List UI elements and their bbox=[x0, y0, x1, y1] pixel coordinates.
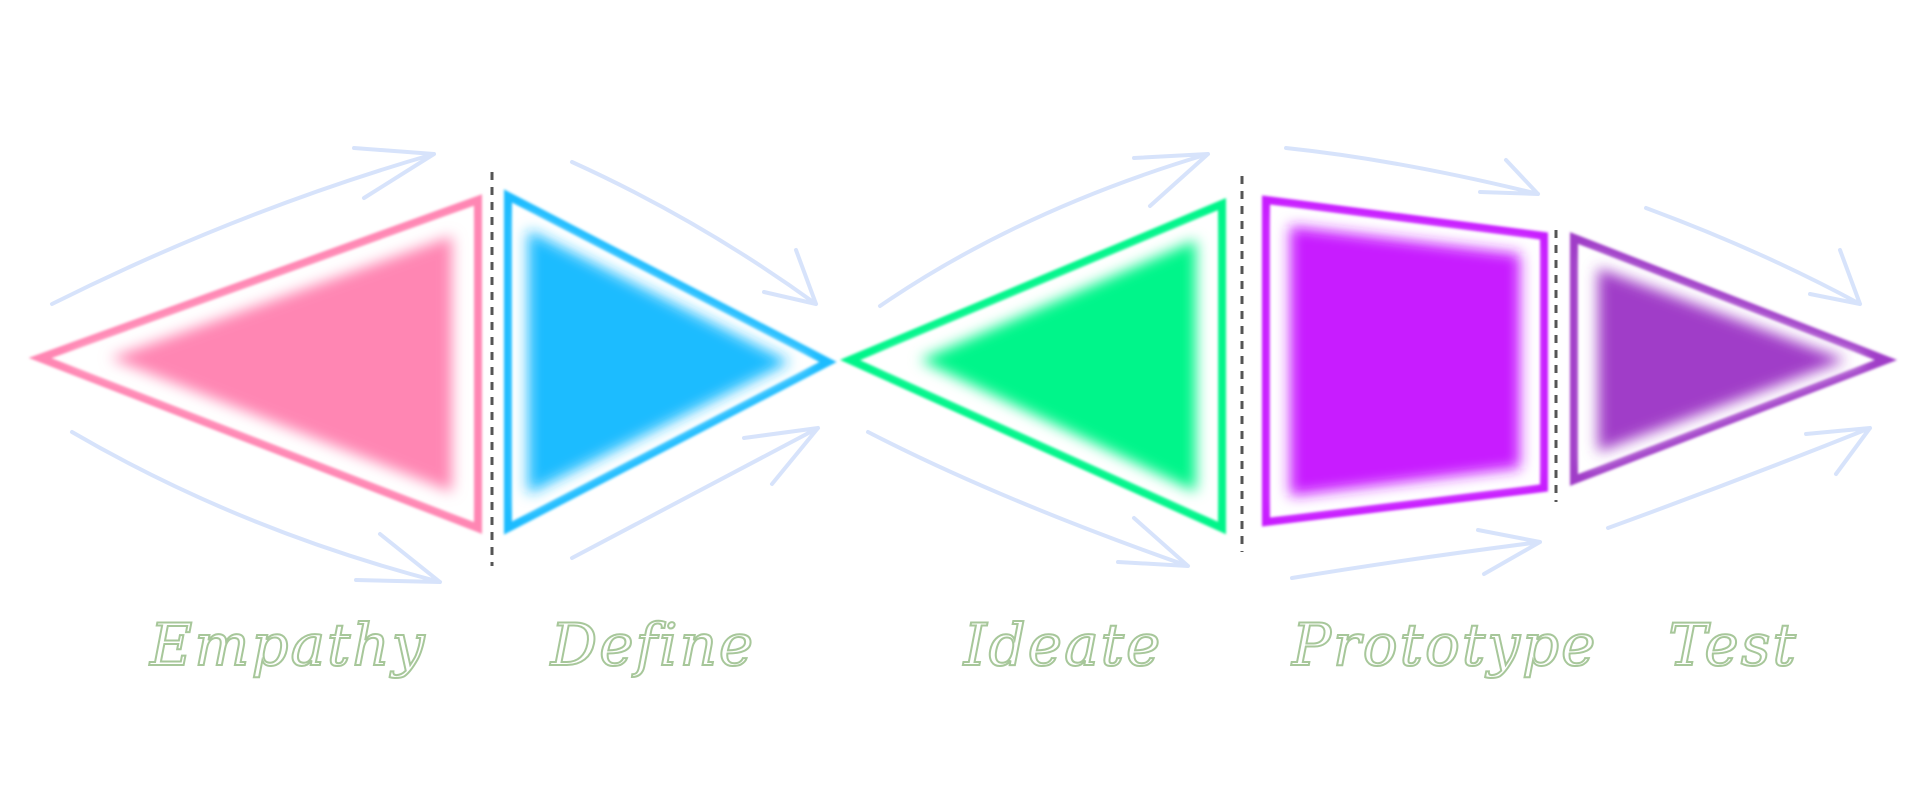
test-triangle-edge bbox=[1570, 232, 1898, 486]
arrow-define-top bbox=[570, 160, 818, 306]
flow-arrows bbox=[50, 146, 1872, 584]
stage-test-shape bbox=[1570, 232, 1898, 486]
test-triangle-fill bbox=[1598, 268, 1846, 452]
arrow-empathy-bottom bbox=[70, 430, 442, 584]
arrow-empathy-top bbox=[50, 146, 436, 306]
stage-empathy-shape bbox=[28, 194, 482, 534]
label-empathy: Empathy bbox=[149, 610, 427, 680]
arrow-prototype-top bbox=[1284, 146, 1540, 196]
stage-define-shape bbox=[504, 189, 837, 535]
label-prototype: Prototype bbox=[1291, 610, 1598, 680]
arrow-ideate-top bbox=[878, 152, 1210, 308]
stage-prototype-shape bbox=[1262, 195, 1548, 527]
prototype-shape-fill bbox=[1290, 226, 1520, 496]
arrow-test-bottom bbox=[1606, 426, 1872, 530]
arrow-define-bottom bbox=[570, 426, 820, 560]
prototype-shape-edge bbox=[1262, 195, 1548, 527]
arrow-prototype-bottom bbox=[1290, 528, 1542, 580]
ideate-triangle-edge bbox=[839, 197, 1226, 535]
label-define: Define bbox=[550, 610, 756, 680]
empathy-triangle-edge bbox=[28, 194, 482, 534]
define-triangle-edge bbox=[504, 189, 837, 535]
label-ideate: Ideate bbox=[963, 610, 1163, 680]
dividers bbox=[490, 172, 1558, 566]
arrow-ideate-bottom bbox=[866, 430, 1190, 568]
arrow-test-top bbox=[1644, 206, 1862, 306]
label-test: Test bbox=[1667, 610, 1798, 680]
ideate-triangle-fill bbox=[920, 240, 1196, 492]
define-triangle-fill bbox=[528, 230, 790, 494]
stage-ideate-shape bbox=[839, 197, 1226, 535]
empathy-triangle-fill bbox=[110, 236, 452, 492]
